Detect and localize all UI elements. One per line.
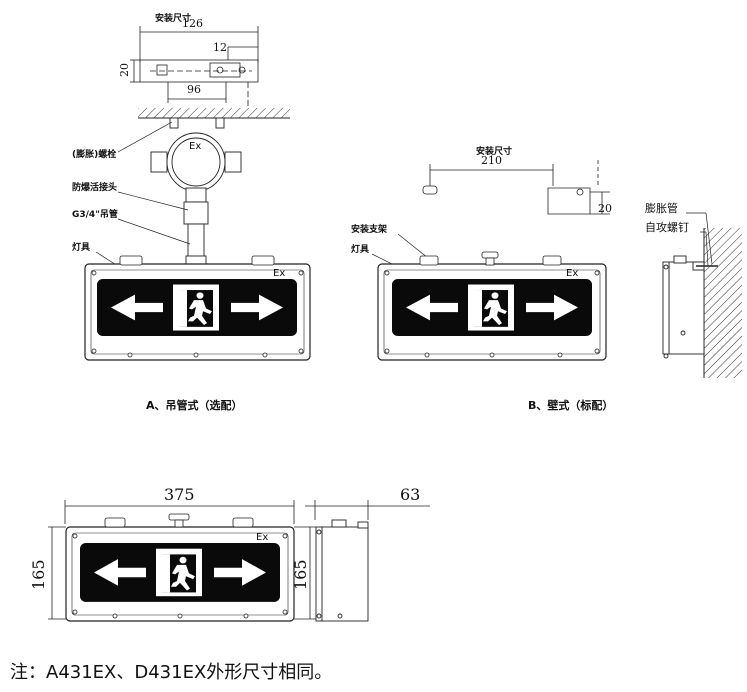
dim-165-right: 165 (291, 559, 310, 590)
dim-210: 210 (481, 154, 502, 167)
caption-b: B、壁式（标配） (528, 398, 613, 412)
label-expansion-tube: 膨胀管 (645, 201, 678, 215)
bottom-side-view (315, 519, 369, 622)
label-lamp-b: 灯具 (351, 243, 369, 255)
caption-a: A、吊管式（选配） (146, 398, 243, 412)
label-lamp-a: 灯具 (72, 241, 90, 253)
lamp-c-body (65, 513, 295, 622)
b-mount-bracket-drawing (422, 160, 610, 215)
junction-box (150, 117, 242, 267)
footnote: 注：A431EX、D431EX外形尺寸相同。 (10, 662, 333, 683)
lamp-a-body (84, 255, 311, 361)
dim-96: 96 (187, 83, 201, 96)
dim-63: 63 (400, 485, 420, 504)
label-mount-bracket: 安装支架 (351, 223, 387, 235)
b-side-view (662, 228, 742, 378)
top-install-size-label: 安装尺寸 (155, 12, 191, 24)
dim-12: 12 (213, 41, 227, 54)
lamp-c-ex-label: Ex (256, 532, 268, 543)
label-self-tapping-screw: 自攻螺钉 (645, 220, 689, 234)
dim-165-left: 165 (29, 559, 48, 590)
top-mount-plate (130, 26, 259, 108)
label-hanging-pipe: G3/4"吊管 (72, 208, 118, 220)
junction-ex-label: Ex (189, 141, 201, 152)
dim-20: 20 (118, 63, 131, 77)
dim-375: 375 (164, 485, 195, 504)
dim-126: 126 (182, 17, 203, 30)
label-expansion-bolt: (膨胀)螺栓 (72, 148, 116, 160)
b-install-size-label: 安装尺寸 (476, 145, 512, 157)
lamp-b-ex-label: Ex (566, 268, 578, 279)
leaders-side (686, 212, 713, 267)
ceiling (138, 108, 290, 119)
label-explosion-proof-joint: 防爆活接头 (72, 181, 117, 193)
bottom-dimension-lines (48, 500, 430, 620)
lamp-b-body (377, 251, 607, 361)
lamp-a-ex-label: Ex (273, 268, 285, 279)
dim-20b: 20 (598, 202, 612, 215)
